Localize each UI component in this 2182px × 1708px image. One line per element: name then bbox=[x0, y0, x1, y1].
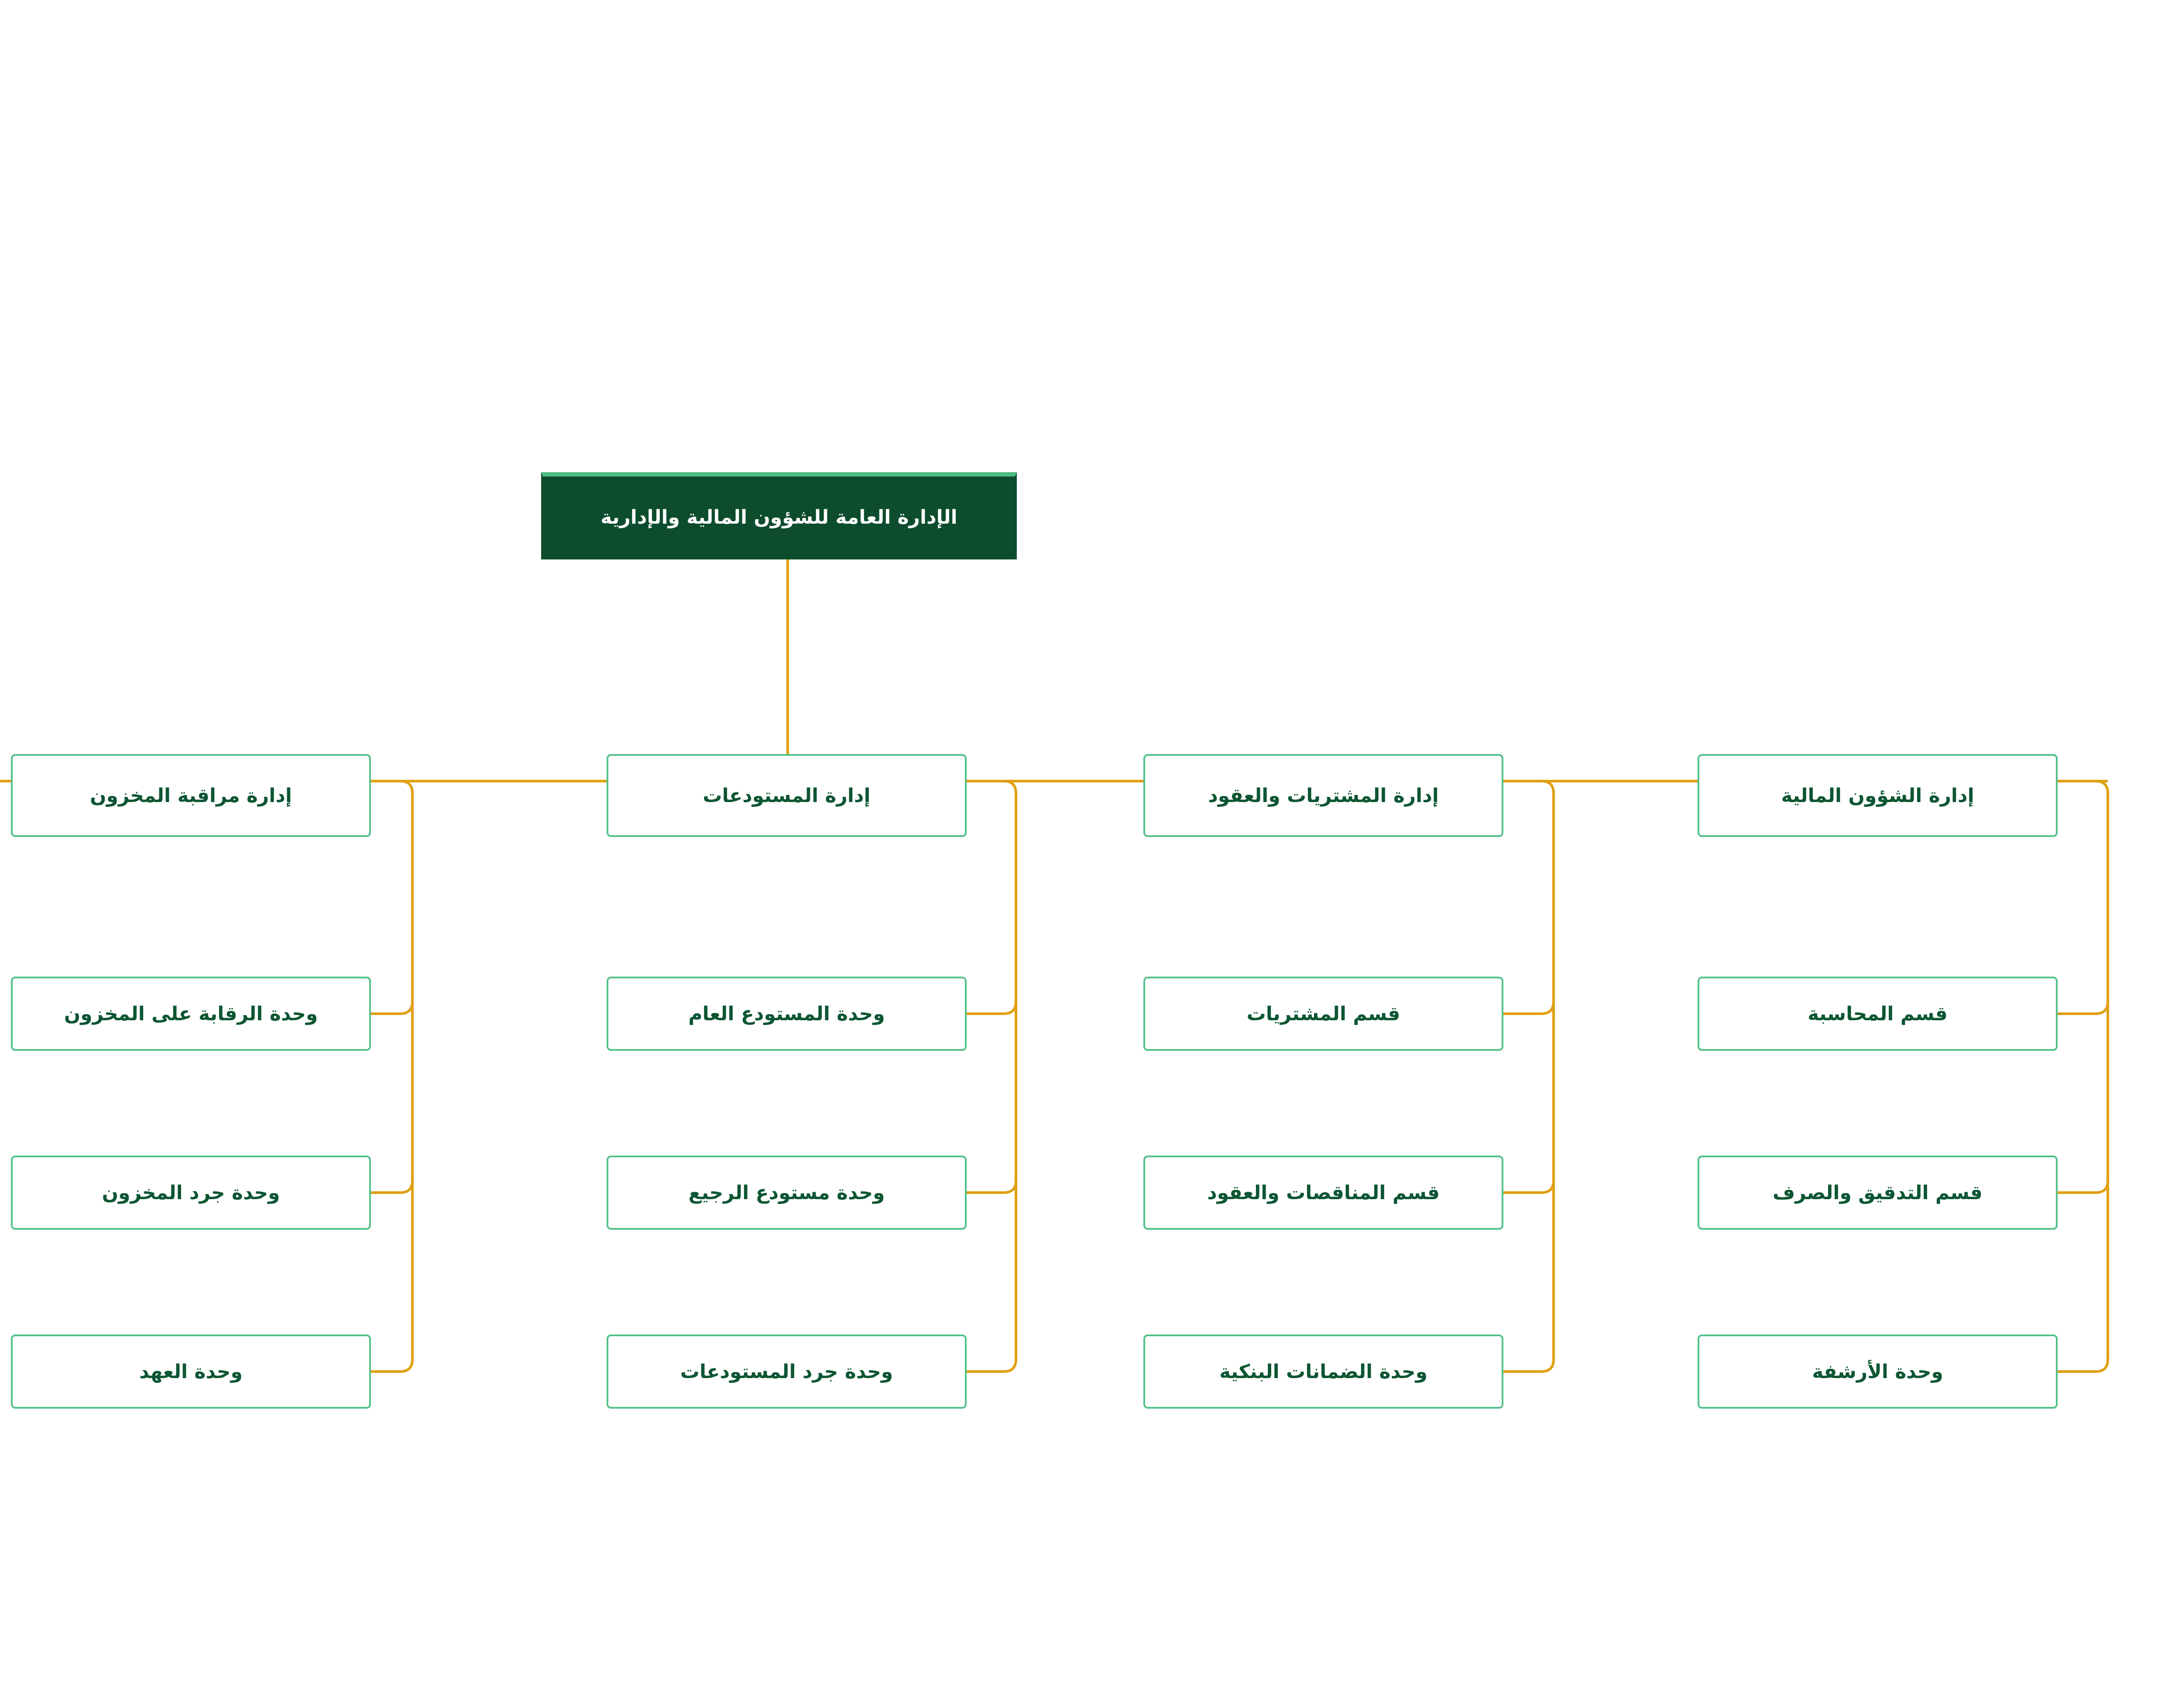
node-leaf-label: وحدة مستودع الرجيع bbox=[688, 1181, 885, 1204]
node-leaf-tenders-contracts-section[interactable]: قسم المناقصات والعقود bbox=[1143, 1156, 1503, 1230]
node-branch-label: إدارة الشؤون المالية bbox=[1781, 784, 1974, 807]
node-leaf-warehouse-inventory-unit[interactable]: وحدة جرد المستودعات bbox=[607, 1334, 967, 1409]
node-leaf-label: وحدة الضمانات البنكية bbox=[1219, 1360, 1428, 1383]
node-leaf-returns-warehouse-unit[interactable]: وحدة مستودع الرجيع bbox=[607, 1156, 967, 1230]
node-branch-label: إدارة مراقبة المخزون bbox=[90, 784, 292, 807]
node-leaf-accounting-section[interactable]: قسم المحاسبة bbox=[1698, 977, 2058, 1051]
connector-child-archiving-unit bbox=[2058, 1359, 2109, 1373]
node-root-label: الإدارة العامة للشؤون المالية والإدارية bbox=[600, 506, 957, 528]
node-branch-procurement-contracts[interactable]: إدارة المشتريات والعقود bbox=[1143, 754, 1503, 837]
node-leaf-label: وحدة جرد المخزون bbox=[102, 1181, 280, 1204]
connector-trunk-financial-affairs bbox=[2058, 780, 2109, 1359]
connector-child-bank-guarantees-unit bbox=[1503, 1359, 1555, 1373]
connector-child-returns-warehouse-unit bbox=[967, 1180, 1017, 1194]
connector-child-custody-unit bbox=[371, 1359, 414, 1373]
node-leaf-label: قسم المشتريات bbox=[1246, 1002, 1400, 1025]
connector-child-stock-inventory-unit bbox=[371, 1180, 414, 1194]
node-leaf-label: قسم المناقصات والعقود bbox=[1207, 1181, 1440, 1204]
node-leaf-label: وحدة العهد bbox=[139, 1360, 243, 1383]
node-branch-warehouses[interactable]: إدارة المستودعات bbox=[607, 754, 967, 837]
node-leaf-stock-inventory-unit[interactable]: وحدة جرد المخزون bbox=[11, 1156, 371, 1230]
node-leaf-label: وحدة المستودع العام bbox=[688, 1002, 885, 1025]
node-leaf-bank-guarantees-unit[interactable]: وحدة الضمانات البنكية bbox=[1143, 1334, 1503, 1409]
connector-child-purchasing-section bbox=[1503, 1001, 1555, 1015]
node-root-general-administration[interactable]: الإدارة العامة للشؤون المالية والإدارية bbox=[541, 472, 1017, 559]
connector-child-stock-control-unit bbox=[371, 1001, 414, 1015]
connector-child-tenders-contracts-section bbox=[1503, 1180, 1555, 1194]
connector-child-audit-disbursement-section bbox=[2058, 1180, 2109, 1194]
node-leaf-label: وحدة الأرشفة bbox=[1812, 1360, 1943, 1383]
connector-trunk-procurement-contracts bbox=[1503, 780, 1555, 1359]
connector-child-general-warehouse-unit bbox=[967, 1001, 1017, 1015]
node-leaf-label: قسم التدقيق والصرف bbox=[1773, 1181, 1983, 1204]
node-leaf-archiving-unit[interactable]: وحدة الأرشفة bbox=[1698, 1334, 2058, 1409]
node-leaf-label: وحدة جرد المستودعات bbox=[680, 1360, 893, 1383]
node-leaf-custody-unit[interactable]: وحدة العهد bbox=[11, 1334, 371, 1409]
node-leaf-stock-control-unit[interactable]: وحدة الرقابة على المخزون bbox=[11, 977, 371, 1051]
connector-trunk-warehouses bbox=[967, 780, 1017, 1359]
node-branch-label: إدارة المشتريات والعقود bbox=[1208, 784, 1439, 807]
connector-trunk-inventory-control bbox=[371, 780, 414, 1359]
connector-child-accounting-section bbox=[2058, 1001, 2109, 1015]
node-leaf-general-warehouse-unit[interactable]: وحدة المستودع العام bbox=[607, 977, 967, 1051]
node-leaf-purchasing-section[interactable]: قسم المشتريات bbox=[1143, 977, 1503, 1051]
node-branch-inventory-control[interactable]: إدارة مراقبة المخزون bbox=[11, 754, 371, 837]
node-branch-label: إدارة المستودعات bbox=[703, 784, 871, 807]
node-leaf-label: قسم المحاسبة bbox=[1808, 1002, 1948, 1025]
node-leaf-audit-disbursement-section[interactable]: قسم التدقيق والصرف bbox=[1698, 1156, 2058, 1230]
node-branch-financial-affairs[interactable]: إدارة الشؤون المالية bbox=[1698, 754, 2058, 837]
connector-child-warehouse-inventory-unit bbox=[967, 1359, 1017, 1373]
node-leaf-label: وحدة الرقابة على المخزون bbox=[64, 1002, 318, 1025]
